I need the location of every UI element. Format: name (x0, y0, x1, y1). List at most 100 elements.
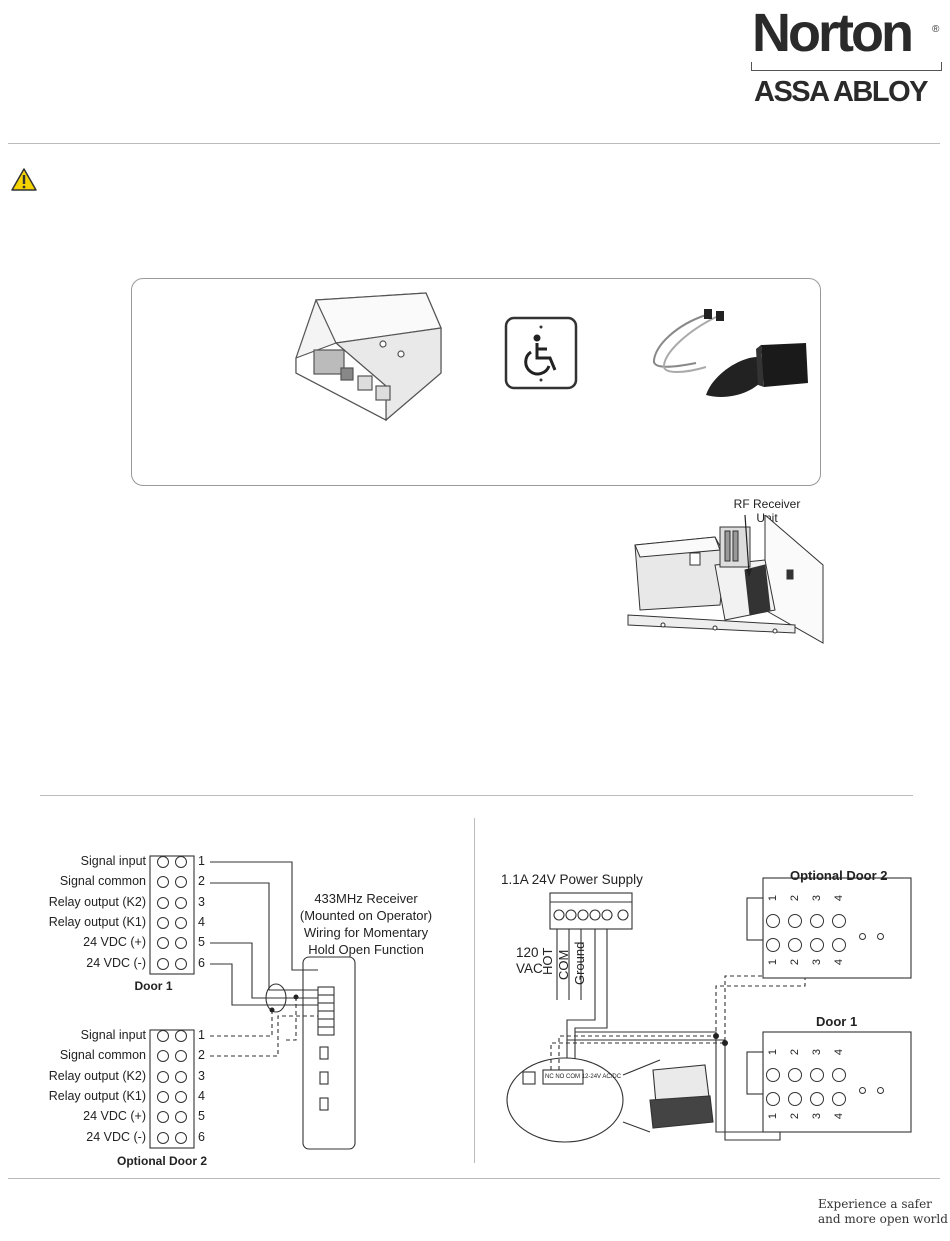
receiver-note-line3: Wiring for Momentary (303, 925, 429, 940)
door1-terminal-label: Relay output (K1) (48, 914, 146, 929)
terminal-screw (175, 1131, 187, 1144)
terminal-screw (175, 1090, 187, 1103)
door2-terminal-number: 4 (198, 1088, 205, 1103)
terminal-screw (766, 938, 780, 952)
door1-terminal-block (149, 855, 195, 975)
door1-terminal-number: 6 (198, 955, 205, 970)
vac-label-line2: VAC (516, 961, 543, 976)
norton-logo: Norton (752, 3, 914, 63)
terminal-screw (788, 1068, 802, 1082)
power-supply-label: 1.1A 24V Power Supply (501, 872, 643, 887)
door1-bottom-number: 4 (833, 1112, 846, 1120)
door2-terminal-label: 24 VDC (+) (83, 1109, 146, 1124)
door2-terminal-number: 5 (198, 1109, 205, 1124)
terminal-screw (788, 1092, 802, 1106)
terminal-screw (157, 876, 169, 889)
door1-terminal-label: 24 VDC (-) (86, 955, 146, 970)
left-door1-label: Door 1 (134, 979, 173, 993)
header-divider (8, 143, 940, 144)
mounting-hole (877, 933, 884, 940)
wire-label-com: COM (556, 949, 571, 980)
right-door2-label: Optional Door 2 (790, 868, 888, 883)
registered-mark: ® (932, 24, 940, 35)
door2-terminal-block (149, 1029, 195, 1149)
door2-terminal-label: 24 VDC (-) (86, 1129, 146, 1144)
door2-terminal-number: 1 (198, 1028, 205, 1042)
terminal-screw (157, 1050, 169, 1063)
terminal-screw (766, 1092, 780, 1106)
door1-bottom-number: 2 (789, 1112, 802, 1120)
terminal-screw (175, 1030, 187, 1042)
terminal-screw (810, 1068, 824, 1082)
door1-top-number: 1 (767, 1048, 780, 1056)
terminal-screw (175, 896, 187, 909)
rf-callout-line1: RF Receiver (733, 497, 801, 511)
receiver-pin-labels: NC NO COM 12-24V AC/DC (545, 1074, 621, 1081)
terminal-screw (175, 876, 187, 889)
door2-bottom-number: 4 (833, 958, 846, 966)
receiver-note: 433MHz Receiver (Mounted on Operator) Wi… (285, 890, 447, 958)
logo-bracket (751, 62, 942, 71)
tagline: Experience a safer and more open world (818, 1197, 948, 1227)
accessibility-push-plate (504, 316, 578, 390)
door2-top-number: 4 (833, 894, 846, 902)
pin-no: NO (555, 1074, 565, 1080)
terminal-screw (157, 1131, 169, 1144)
door1-terminal-number: 4 (198, 914, 205, 929)
door2-terminal-number: 6 (198, 1129, 205, 1144)
terminal-screw (175, 916, 187, 929)
door1-plate (762, 1031, 912, 1133)
receiver-note-line2: (Mounted on Operator) (299, 908, 433, 923)
terminal-screw (175, 1070, 187, 1083)
door1-top-number: 2 (789, 1048, 802, 1056)
door1-bottom-number: 3 (811, 1112, 824, 1120)
door1-terminal-label: Relay output (K2) (48, 894, 146, 909)
mounting-hole (859, 933, 866, 940)
terminal-screw (157, 1111, 169, 1124)
terminal-screw (832, 1092, 846, 1106)
receiver-module (302, 956, 356, 1150)
right-wiring-diagram (506, 877, 912, 1143)
pin-power: 12-24V AC/DC (581, 1074, 622, 1080)
door1-top-number: 3 (811, 1048, 824, 1056)
terminal-screw (788, 914, 802, 928)
vac-label: 120 VAC (516, 945, 543, 977)
door1-terminal-number: 3 (198, 894, 205, 909)
terminal-screw (157, 856, 169, 868)
receiver-note-line4: Hold Open Function (308, 942, 424, 957)
terminal-screw (832, 914, 846, 928)
door1-terminal-label: Signal common (59, 874, 146, 889)
wire-label-hot: HOT (540, 947, 555, 975)
optional-door2-plate (762, 877, 912, 979)
wire-label-ground: Ground (572, 941, 587, 985)
vac-label-line1: 120 (516, 945, 539, 960)
terminal-screw (157, 957, 169, 970)
left-wiring-diagram (149, 855, 356, 1150)
terminal-screw (157, 896, 169, 909)
door2-top-number: 3 (811, 894, 824, 902)
warning-icon (11, 168, 37, 191)
terminal-screw (175, 856, 187, 868)
wheelchair-icon (524, 334, 557, 376)
tagline-line2: and more open world (818, 1212, 948, 1226)
receiver-module-image (295, 292, 442, 422)
door2-bottom-number: 3 (811, 958, 824, 966)
terminal-screw (175, 937, 187, 950)
door1-top-number: 4 (833, 1048, 846, 1056)
terminal-screw (157, 937, 169, 950)
door1-terminal-label: Signal input (80, 854, 146, 868)
terminal-screw (810, 914, 824, 928)
terminal-screw (157, 1030, 169, 1042)
door1-terminal-number: 1 (198, 854, 205, 868)
terminal-screw (810, 938, 824, 952)
terminal-screw (766, 1068, 780, 1082)
door2-bottom-number: 1 (767, 958, 780, 966)
mounting-hole (859, 1087, 866, 1094)
terminal-screw (832, 1068, 846, 1082)
operator-illustration (627, 515, 824, 644)
diagram-divider (474, 818, 475, 1163)
product-panel (131, 278, 821, 486)
right-door1-label: Door 1 (816, 1014, 858, 1029)
door2-top-number: 1 (767, 894, 780, 902)
door1-terminal-label: 24 VDC (+) (83, 935, 146, 950)
